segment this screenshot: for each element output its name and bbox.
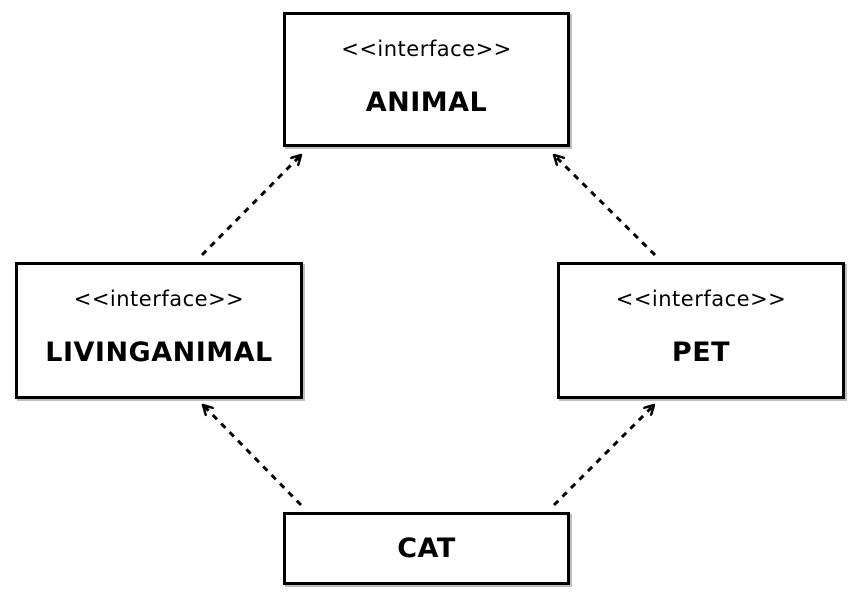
edge-pet-to-animal <box>554 155 657 257</box>
node-livinganimal: <<interface>> LIVINGANIMAL <box>15 262 303 399</box>
node-name: PET <box>671 337 731 368</box>
node-stereotype: <<interface>> <box>73 287 245 311</box>
edge-cat-to-livinganimal <box>203 405 303 507</box>
node-cat: CAT <box>283 512 570 585</box>
node-stereotype: <<interface>> <box>341 37 512 61</box>
node-name: ANIMAL <box>365 87 488 118</box>
node-name: CAT <box>397 533 456 564</box>
node-name: LIVINGANIMAL <box>45 337 273 368</box>
node-pet: <<interface>> PET <box>557 262 845 399</box>
node-animal: <<interface>> ANIMAL <box>283 12 570 147</box>
node-stereotype: <<interface>> <box>615 287 787 311</box>
edge-cat-to-pet <box>552 405 654 507</box>
edge-livinganimal-to-animal <box>200 155 301 257</box>
